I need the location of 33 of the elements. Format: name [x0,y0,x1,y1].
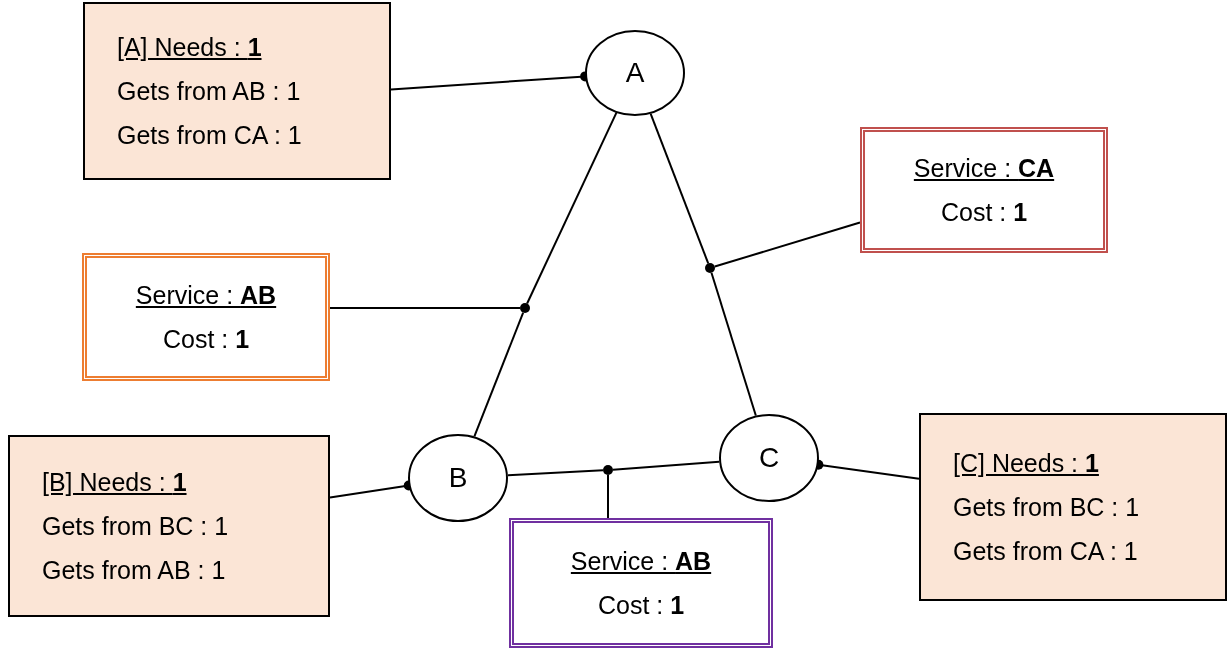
service-box [509,518,773,648]
connector-line [329,307,521,309]
node-label: C [758,441,780,475]
service-box [82,253,330,381]
node-label: B [448,461,468,495]
connector-line [710,271,757,417]
box-text: Cost : 1 [162,324,250,354]
box-heading: Service : AB [570,546,712,576]
box-text: Cost : 1 [597,590,685,620]
node-label: A [625,56,645,90]
box-heading: Service : AB [135,280,277,310]
connector-line [473,311,525,438]
box-text: Gets from BC : 1 [953,492,1140,522]
connector-line [649,112,710,265]
box-text: Gets from CA : 1 [953,536,1138,566]
box-text: Gets from AB : 1 [117,76,301,106]
box-heading: [B] Needs : 1 [42,467,187,497]
box-heading: Service : CA [913,153,1055,183]
box-heading: [A] Needs : 1 [117,32,262,62]
needs-box [83,2,391,180]
box-text: Gets from AB : 1 [42,555,226,585]
connector-line [612,460,721,471]
connector-line [713,221,861,268]
box-heading: [C] Needs : 1 [953,448,1099,478]
box-text: Gets from CA : 1 [117,120,302,150]
box-text: Gets from BC : 1 [42,511,229,541]
needs-box [8,435,330,617]
connector-line [506,469,604,477]
box-text: Cost : 1 [940,197,1028,227]
connector-line [526,111,618,305]
connector-line [607,474,609,519]
needs-box [919,413,1227,601]
service-box [860,127,1108,253]
